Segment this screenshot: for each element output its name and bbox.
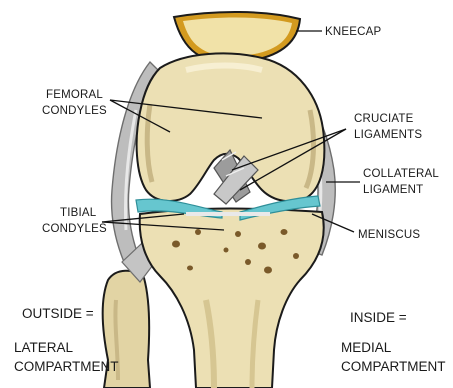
label-cruciate-2: LIGAMENTS (354, 129, 422, 141)
label-cruciate-1: CRUCIATE (354, 113, 414, 125)
label-lateral-2: COMPARTMENT (14, 359, 119, 374)
label-medial-2: COMPARTMENT (341, 359, 446, 374)
label-inside: INSIDE = (350, 310, 407, 325)
label-medial-1: MEDIAL (341, 340, 392, 355)
label-tibial-2: CONDYLES (42, 223, 107, 235)
label-kneecap: KNEECAP (325, 26, 381, 38)
tibia (140, 209, 324, 388)
label-collateral-1: COLLATERAL (363, 168, 439, 180)
label-outside: OUTSIDE = (22, 306, 94, 321)
label-collateral-2: LIGAMENT (363, 184, 423, 196)
label-femoral-2: CONDYLES (42, 105, 107, 117)
label-lateral-1: LATERAL (14, 340, 74, 355)
label-meniscus: MENISCUS (358, 229, 420, 241)
label-tibial-1: TIBIAL (60, 207, 97, 219)
label-femoral-1: FEMORAL (46, 89, 103, 101)
